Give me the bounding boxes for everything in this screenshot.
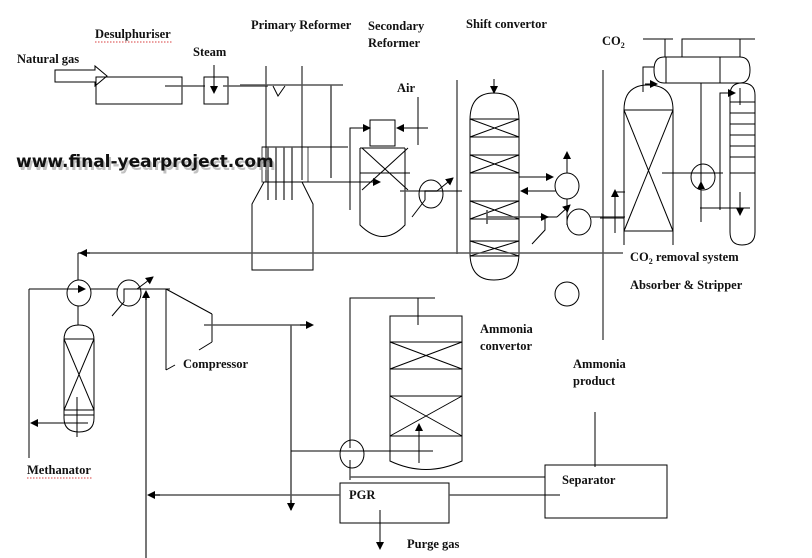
label-purge-gas: Purge gas (407, 537, 460, 551)
label-ammonia-product-2: product (573, 374, 616, 388)
label-natural-gas: Natural gas (17, 52, 79, 66)
natural-gas-feed-arrow (54, 64, 108, 88)
label-desulphuriser: Desulphuriser (95, 27, 171, 41)
co2-absorber (600, 84, 674, 245)
steam-mixer (203, 76, 229, 105)
label-co2: CO2 (602, 34, 625, 50)
label-compressor: Compressor (183, 357, 248, 371)
label-methanator: Methanator (27, 463, 91, 477)
label-air: Air (397, 81, 416, 95)
label-steam: Steam (193, 45, 227, 59)
label-secondary-reformer-2: Reformer (368, 36, 420, 50)
secondary-reformer (349, 97, 428, 237)
pgr-unit (339, 482, 450, 524)
watermark: www.final-yearproject.com (16, 152, 274, 172)
shift-heat-exchangers (486, 151, 625, 245)
label-ammonia-convertor-1: Ammonia (480, 322, 534, 336)
heat-exchanger-1 (400, 177, 462, 218)
label-primary-reformer: Primary Reformer (251, 18, 352, 32)
co2-stripper (662, 82, 756, 246)
label-separator: Separator (562, 473, 616, 487)
label-co2-removal-system: CO2 removal system (630, 250, 739, 266)
methanator (28, 276, 170, 558)
watermark-shadow: www.final-yearproject.com (18, 155, 276, 175)
primary-reformer (240, 66, 381, 271)
ammonia-convertor (291, 297, 545, 480)
co2-stripper-condenser (642, 38, 755, 92)
label-ammonia-convertor-2: convertor (480, 339, 533, 353)
label-pgr: PGR (349, 488, 376, 502)
label-secondary-reformer-1: Secondary (368, 19, 425, 33)
label-ammonia-product-1: Ammonia (573, 357, 627, 371)
separator-vessel (544, 464, 668, 519)
label-absorber-stripper: Absorber & Stripper (630, 278, 743, 292)
compressor (165, 288, 314, 511)
label-shift-convertor: Shift convertor (466, 17, 547, 31)
desulphuriser-vessel (95, 76, 183, 105)
shift-convertor (456, 79, 520, 281)
separator-drum-circle (554, 281, 580, 307)
